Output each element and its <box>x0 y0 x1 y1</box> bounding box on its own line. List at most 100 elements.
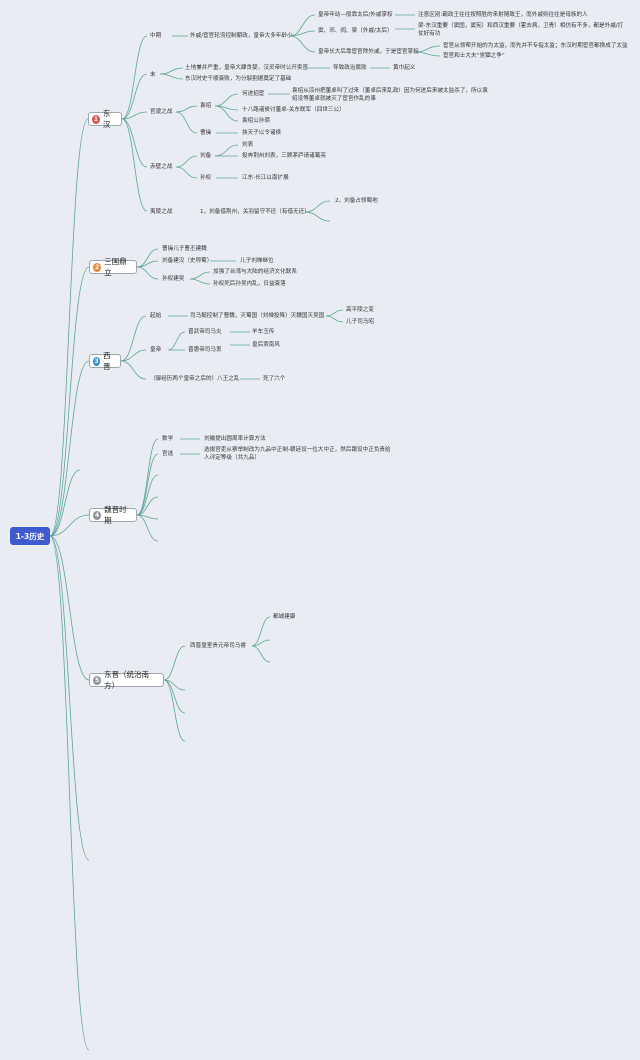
number-badge: 5 <box>93 675 102 685</box>
branch-weijin[interactable]: 4 魏晋时期 <box>89 505 137 525</box>
node-lb2[interactable]: 投奔荆州刘表，三顾茅庐请诸葛亮 <box>242 153 326 159</box>
connector-8 <box>159 67 184 75</box>
node-a2[interactable]: 窦、邓、阎、梁（外戚/太后） <box>318 28 393 34</box>
root-label: 1-3历史 <box>15 531 45 541</box>
connector-43 <box>136 438 159 516</box>
connector-55 <box>251 616 271 647</box>
node-s2r[interactable]: 儿子刘禅继位 <box>240 258 274 264</box>
connector-20 <box>175 166 198 179</box>
connector-48 <box>136 514 159 542</box>
node-hejin-r[interactable]: 袁绍从凉州把董卓叫了过来（董卓后来乱政）因为何进后来被太监杀了，所以袁绍没等董卓… <box>292 88 488 103</box>
node-chibi[interactable]: 赤壁之战 <box>150 164 173 170</box>
connector-33 <box>120 349 147 362</box>
node-a3[interactable]: 皇帝长大后靠宦官除外戚，于是宦官掌权 <box>318 49 419 55</box>
branch-label: 魏晋时期 <box>104 505 127 525</box>
node-hd1[interactable]: 晋武帝司马炎 <box>188 329 222 335</box>
node-caocao-r[interactable]: 挟天子以令诸侯 <box>242 130 282 136</box>
donghan-connector <box>121 111 148 120</box>
number-badge: 3 <box>93 356 101 366</box>
node-shuxue[interactable]: 数学 <box>162 436 174 442</box>
node-zhongqi[interactable]: 中期 <box>150 33 162 39</box>
node-a1[interactable]: 皇帝年幼—般靠太后/外戚掌权 <box>318 12 393 18</box>
node-hd2r[interactable]: 皇后贾南风 <box>252 342 280 348</box>
node-mo1b[interactable]: 黄巾起义 <box>393 65 416 71</box>
connector-3 <box>289 35 316 53</box>
node-waiqi[interactable]: 外戚/宦官轮流控制朝政，皇帝大多年龄小 <box>190 33 293 39</box>
root-branch-connector <box>49 360 90 537</box>
branch-dongjin[interactable]: 5 东晋（统治南方） <box>89 670 164 690</box>
node-jl1b[interactable]: 儿子司马昭 <box>346 319 374 325</box>
node-shuxue-r[interactable]: 刘徽提出圆周率计算方法 <box>204 436 266 442</box>
branch-label: 东晋（统治南方） <box>104 670 150 690</box>
node-jl1a[interactable]: 高平陵之变 <box>346 307 374 313</box>
node-lb1[interactable]: 刘表 <box>242 142 254 148</box>
node-a1r[interactable]: 注意区别:霸政王往往按照胜的来射随致王，而外戚则往往是母族的人 <box>418 12 588 18</box>
connector-21 <box>214 144 239 157</box>
node-sq1[interactable]: 江东-长江以南扩展 <box>242 175 289 181</box>
node-s3a[interactable]: 加强了台湾与大陆的经济文化联系 <box>213 269 297 275</box>
connector-16 <box>214 105 239 122</box>
node-guandu[interactable]: 官渡之战 <box>150 109 173 115</box>
node-s3[interactable]: 孙权建吴 <box>162 276 185 282</box>
node-huangdi[interactable]: 皇帝 <box>150 347 162 353</box>
node-a3r[interactable]: 宦官从领帮开始的为太监，而先并不专指太监；东汉时期宦官都换成了太监 <box>443 43 628 49</box>
donghan-connector <box>121 118 148 168</box>
branch-sanguo[interactable]: 2 三国鼎立 <box>89 257 137 277</box>
node-sunquan[interactable]: 孙权 <box>200 175 212 181</box>
node-d1[interactable]: 西晋皇室贵元帝司马睿 <box>190 643 246 649</box>
connector-44 <box>136 453 159 516</box>
node-jianli[interactable]: 起始 <box>150 313 162 319</box>
connector-12 <box>175 105 198 113</box>
connector-45 <box>136 474 159 516</box>
node-a3r2[interactable]: 宦官和士大夫“党锢之争” <box>443 53 505 59</box>
node-guanxuan-r[interactable]: 选拔官吏从察举制改为九品中正制-朝廷设一位大中正，然后跟设中正负责给人评定等级（… <box>204 447 391 462</box>
node-yuanshao[interactable]: 袁绍 <box>200 103 212 109</box>
donghan-connector <box>121 118 148 212</box>
node-bawang-r[interactable]: 死了六个 <box>263 376 286 382</box>
branch-label: 三国鼎立 <box>104 257 127 277</box>
node-s2[interactable]: 刘备建汉（史称蜀） <box>162 258 213 264</box>
connector-37 <box>325 315 344 323</box>
root-branch-connector <box>49 535 90 1051</box>
node-yl1[interactable]: 1，刘备借荆州，关羽留守不还（有借无还） <box>200 209 310 215</box>
root-branch-connector <box>49 535 90 681</box>
node-mo2[interactable]: 东汉时史千顺衰败，为分裂割据奠定了基础 <box>185 76 292 82</box>
node-mo1a[interactable]: 导致政治腐败 <box>333 65 367 71</box>
node-shiba[interactable]: 十八路诸侯讨董卓-关东联军（四世三公） <box>242 107 345 113</box>
connector-14 <box>214 93 239 107</box>
node-s1[interactable]: 曹操儿子曹丕建魏 <box>162 246 207 252</box>
node-d1a[interactable]: 都城建康 <box>273 614 296 620</box>
donghan-connector <box>121 35 148 120</box>
connector-51 <box>163 645 186 681</box>
node-yl2[interactable]: 2，刘备占领蜀地 <box>335 198 378 204</box>
node-hd2[interactable]: 晋惠帝司马衷 <box>188 347 222 353</box>
connector-32 <box>120 315 147 362</box>
connector-38 <box>167 331 186 351</box>
connector-25 <box>304 211 331 222</box>
connector-57 <box>251 645 271 663</box>
node-hejin[interactable]: 何进招宦 <box>242 91 265 97</box>
node-mo1[interactable]: 土地兼并严重，皇帝大肆贪婪，汉灵帝时公开卖官 <box>185 65 309 71</box>
connector-7 <box>414 51 441 57</box>
node-yuanshu[interactable]: 袁绍公孙瓒 <box>242 118 270 124</box>
node-mo[interactable]: 末 <box>150 72 156 78</box>
connector-28 <box>136 266 159 280</box>
node-a2r[interactable]: 梁-东汉重要（窦固，窦宪）和西汉重要（霍去病，卫青）相仿有不多，都是外戚/打仗好… <box>418 23 624 38</box>
node-hd1r[interactable]: 羊车玉传 <box>252 329 275 335</box>
node-guanxuan[interactable]: 官选 <box>162 451 174 457</box>
number-badge: 1 <box>92 114 100 124</box>
branch-xijin[interactable]: 3 西晋 <box>89 351 121 371</box>
connector-30 <box>189 271 211 280</box>
branch-donghan[interactable]: 1 东汉 <box>88 109 122 129</box>
connector-9 <box>159 73 184 80</box>
node-liubei[interactable]: 刘备 <box>200 153 212 159</box>
root-branch-connector <box>49 266 90 537</box>
number-badge: 4 <box>93 510 102 520</box>
node-caocao[interactable]: 曹操 <box>200 130 212 136</box>
node-jl1[interactable]: 司马懿控制了曹魏，灭蜀国（刘禅投降）灭魏国灭吴国 <box>190 313 325 319</box>
node-bawang[interactable]: （御经历两个皇帝之后的）八王之乱 <box>150 376 240 382</box>
node-s3b[interactable]: 孙权死后孙吴内乱，日益衰落 <box>213 281 286 287</box>
root-topic[interactable]: 1-3历史 <box>10 527 50 545</box>
node-yiling[interactable]: 夷陵之战 <box>150 209 173 215</box>
connector-31 <box>189 278 211 285</box>
